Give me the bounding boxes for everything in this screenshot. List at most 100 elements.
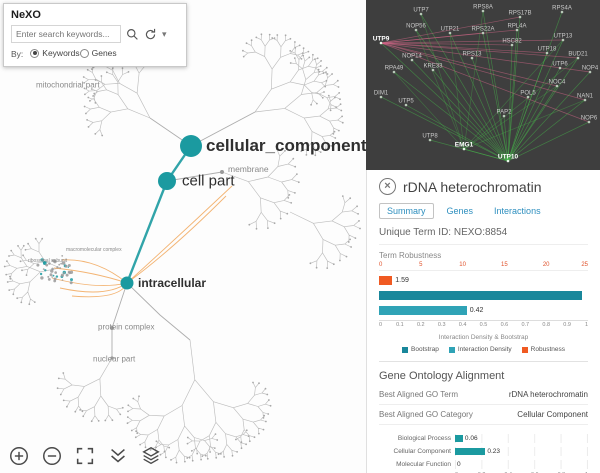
by-label: By: [11,48,24,59]
zoom-in-button[interactable] [7,444,31,468]
term-node-cell-part[interactable] [158,172,176,190]
robustness-axis-label: Interaction Density & Bootstrap [438,334,529,341]
axis-tick: 10 [459,262,466,268]
axis-tick: 0.4 [458,322,467,328]
gene-node-POL5[interactable]: POL5 [520,91,536,97]
go-chart-row: Cellular Component 0.23 [379,445,588,458]
gene-node-KRE33[interactable]: KRE33 [423,64,443,70]
axis-tick: 15 [501,262,508,268]
tab-genes[interactable]: Genes [446,206,474,216]
gene-node-NOP14[interactable]: NOP14 [402,54,422,60]
gene-node-NOP56[interactable]: NOP56 [406,24,426,30]
gene-node-UTP13[interactable]: UTP13 [554,34,573,40]
zoom-out-button[interactable] [40,444,64,468]
node-label-cell-part[interactable]: cell part [182,172,235,190]
gene-node-RPS22A[interactable]: RPS22A [471,27,494,33]
legend-item-robustness: Robustness [521,346,565,353]
term-node-cellular-component[interactable] [180,135,202,157]
go-row-value: Cellular Component [517,410,588,419]
gene-node-UTP9[interactable]: UTP9 [373,36,390,43]
go-chart-value: 0.06 [464,435,478,442]
gene-node-NOC4[interactable]: NOC4 [549,80,566,86]
gene-node-RPS13[interactable]: RPS13 [462,52,482,58]
gene-node-UTP18[interactable]: UTP18 [538,47,557,53]
search-input[interactable] [11,25,121,43]
reset-icon[interactable] [143,27,157,41]
radio-circle-icon [30,48,40,58]
gene-node-NOP4[interactable]: NOP4 [582,66,599,72]
axis-tick: 25 [581,262,588,268]
go-chart-track: 0.06 [455,434,588,443]
tree-label[interactable]: macromolecular complex [66,247,122,253]
radio-genes[interactable]: Genes [79,48,117,58]
axis-tick: 0.2 [416,322,425,328]
tree-label[interactable]: protein complex [98,322,155,332]
gene-node-RPL4A[interactable]: RPL4A [507,24,526,30]
tree-label[interactable]: membrane [228,164,269,174]
tree-label[interactable]: nuclear part [93,354,136,364]
node-label-cellular-component[interactable]: cellular_component [206,136,366,155]
radio-circle-icon [79,48,89,58]
go-chart-category: Cellular Component [393,448,451,455]
gene-node-RPS17B[interactable]: RPS17B [508,11,531,17]
bar-value-label: 1.59 [395,277,409,284]
ontology-canvas[interactable]: cellular_component cell part intracellul… [0,0,366,473]
close-icon[interactable]: × [379,178,396,195]
bar-interaction-density [379,306,467,315]
gene-node-NOP6[interactable]: NOP6 [581,116,598,122]
tab-interactions[interactable]: Interactions [494,206,541,216]
tree-label[interactable]: mitochondrial part [36,80,100,90]
go-chart-track: 0 [455,460,588,469]
layers-button[interactable] [139,444,163,468]
search-icon[interactable] [125,27,139,41]
bar-row-interaction-density: 0.42 [379,305,588,316]
gene-node-DIM1[interactable]: DIM1 [374,91,389,97]
bar-row-bootstrap [379,290,588,301]
legend-item-bootstrap: Bootstrap [402,346,439,353]
gene-node-RPA49[interactable]: RPA49 [385,66,404,72]
robustness-bars: 1.59 0.42 [379,275,588,316]
axis-tick: 1 [584,322,588,328]
robustness-chart-title: Term Robustness [379,251,442,260]
gene-node-HSC82[interactable]: HSC82 [502,39,522,45]
fit-to-screen-button[interactable] [73,444,97,468]
axis-tick: 0.7 [521,322,530,328]
gene-node-RPS8A[interactable]: RPS8A [473,5,493,11]
collapse-caret-icon[interactable]: ▾ [162,28,167,39]
gene-node-RPS4A[interactable]: RPS4A [552,6,572,12]
gene-node-UTP8[interactable]: UTP8 [422,134,438,140]
node-label-intracellular[interactable]: intracellular [138,276,207,290]
tab-summary[interactable]: Summary [379,203,434,219]
gene-node-BUD21[interactable]: BUD21 [568,52,588,58]
go-chart-track: 0.23 [455,447,588,456]
unique-term-value: NEXO:8854 [453,227,508,238]
canvas-toolbar [7,444,163,468]
gene-node-UTP7[interactable]: UTP7 [413,8,429,14]
gene-node-UTP6[interactable]: UTP6 [552,62,568,68]
gene-node-PAP2[interactable]: PAP2 [497,110,513,116]
bar-bootstrap [379,291,582,300]
gene-node-EMG1[interactable]: EMG1 [455,142,474,149]
collapse-all-button[interactable] [106,444,130,468]
ontology-tree-graphic [3,33,361,464]
gene-node-NAN1[interactable]: NAN1 [577,94,594,100]
bar-robustness [379,276,393,285]
radio-keywords[interactable]: Keywords [30,48,80,58]
go-chart-value: 0 [457,461,461,468]
tree-label[interactable]: ribosomal subunit [28,258,68,264]
term-node-intracellular[interactable] [120,276,134,290]
go-alignment-heading: Gene Ontology Alignment [379,370,505,382]
gene-node-UTP5[interactable]: UTP5 [398,99,414,105]
axis-tick: 0.6 [500,322,509,328]
gene-node-UTP21[interactable]: UTP21 [441,27,460,33]
gene-node-UTP10[interactable]: UTP10 [498,154,519,161]
axis-tick: 5 [419,262,423,268]
details-tabs: Summary Genes Interactions [379,203,588,219]
